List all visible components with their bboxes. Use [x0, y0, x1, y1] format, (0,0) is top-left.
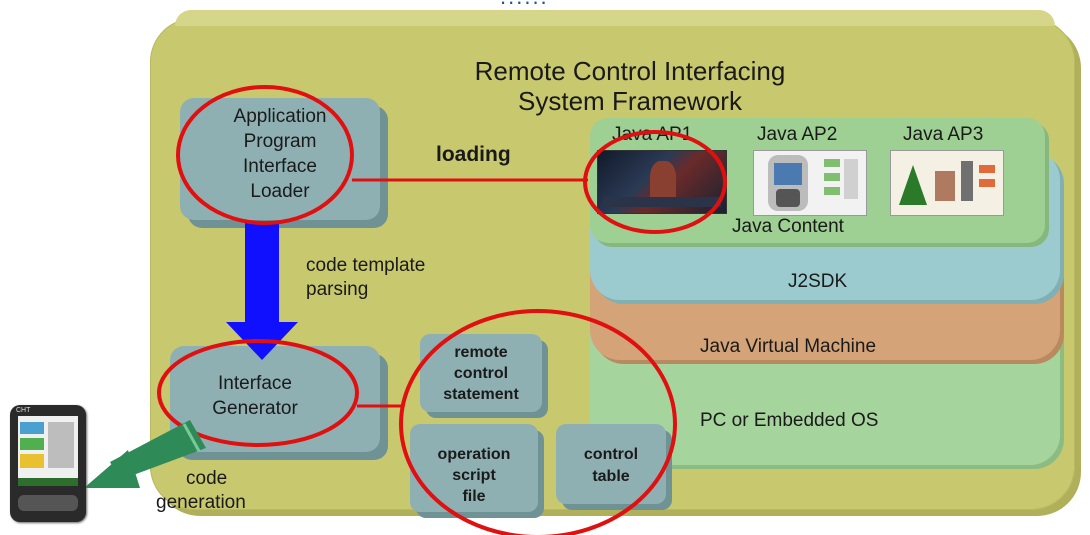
- script-line3: file: [462, 488, 486, 505]
- java-content-label: Java Content: [732, 216, 844, 237]
- phone-device: CHT: [10, 405, 86, 522]
- framework-title-line1: Remote Control Interfacing: [474, 56, 786, 86]
- generator-highlight: [157, 339, 359, 447]
- table-line1: control: [583, 446, 639, 463]
- loading-label: loading: [436, 143, 511, 166]
- table-line2: table: [592, 468, 630, 485]
- phone-brand: CHT: [16, 407, 31, 414]
- interface-generator-box: [170, 346, 380, 452]
- java-ap1-highlight: [583, 130, 727, 234]
- java-ap1-screenshot: [597, 150, 727, 214]
- java-ap2-screenshot: [753, 150, 867, 216]
- remote-line3: statement: [443, 386, 519, 403]
- code-generation-label-line1: code: [186, 468, 228, 489]
- loader-highlight: [176, 85, 354, 225]
- code-generation-arrow: [84, 420, 206, 488]
- phone-screen: [18, 416, 78, 486]
- framework-top-edge: [175, 10, 1055, 26]
- generator-line2: Generator: [212, 398, 298, 419]
- java-ap3-label: Java AP3: [903, 124, 984, 145]
- top-cut-text: ......: [500, 0, 549, 10]
- java-ap2-label: Java AP2: [757, 124, 838, 145]
- remote-line2: control: [453, 365, 509, 382]
- loader-line4: Loader: [250, 181, 310, 202]
- script-line1: operation: [437, 446, 511, 463]
- output-highlight: [399, 309, 677, 535]
- framework-title-line2: System Framework: [518, 86, 742, 116]
- loader-line3: Interface: [243, 156, 317, 177]
- java-ap3-screenshot: [890, 150, 1004, 216]
- java-ap1-label: Java AP1: [612, 124, 693, 145]
- code-template-label-line2: parsing: [306, 279, 369, 300]
- os-layer-label: PC or Embedded OS: [700, 410, 879, 431]
- script-line2: script: [452, 467, 496, 484]
- api-loader-box: [180, 98, 380, 220]
- code-template-label-line1: code template: [306, 255, 426, 276]
- generator-line1: Interface: [218, 373, 292, 394]
- code-generation-label-line2: generation: [156, 492, 246, 513]
- j2sdk-layer-label: J2SDK: [788, 271, 848, 292]
- phone-buttons: [18, 495, 78, 511]
- loader-line1: Application: [233, 106, 327, 127]
- jvm-layer-label: Java Virtual Machine: [700, 336, 877, 357]
- remote-line1: remote: [454, 344, 508, 361]
- loader-line2: Program: [243, 131, 317, 152]
